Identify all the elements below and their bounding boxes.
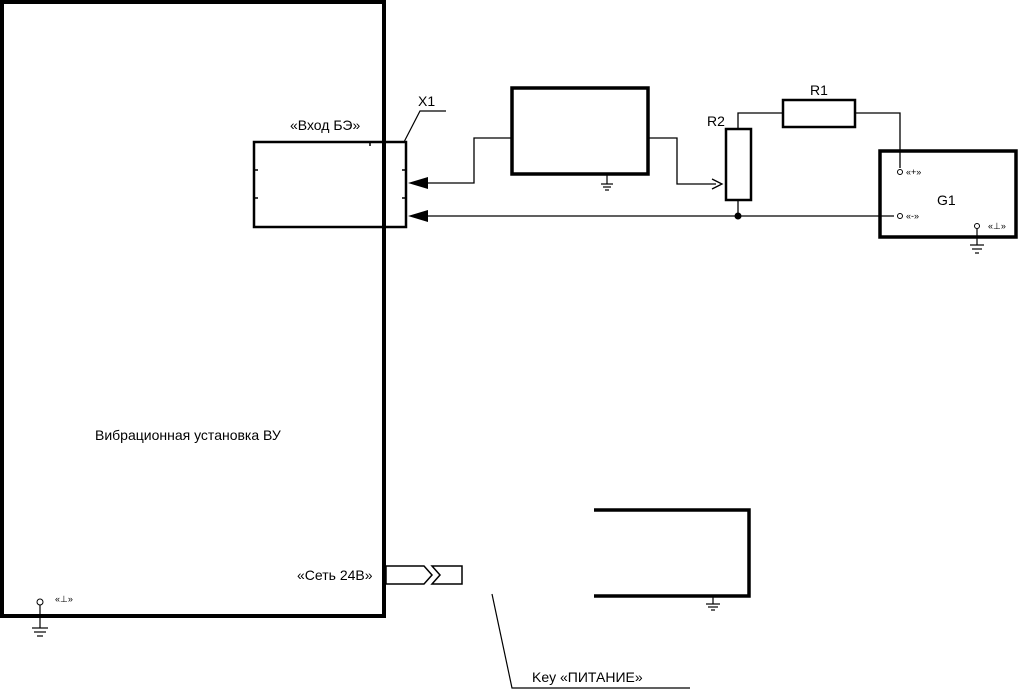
connector-x1-label: X1 [418,93,435,109]
wiper-wire [648,137,716,185]
terminal-circle-icon [897,213,903,219]
vibration-unit-box [0,0,386,618]
arrow-head-icon [408,210,428,222]
ground-icon [970,229,984,254]
power-key-label: Key «ПИТАНИЕ» [532,669,643,685]
g1-minus-label: «-» [906,211,919,221]
ground-icon [706,596,720,611]
arrow-head-icon [408,177,428,189]
r1-g1-wire [855,112,901,168]
r2-r1-wire [737,112,783,129]
generator-g1-box [878,149,1018,239]
resistor-r2 [724,127,753,202]
g1-plus-label: «+» [906,167,921,177]
network-24v-label: «Сеть 24В» [297,567,373,583]
resistor-r1-label: R1 [810,82,828,98]
terminal-circle-icon [36,598,44,606]
connector-x1-leader [403,110,446,143]
resistor-r1 [781,98,857,129]
input-be-label: «Вход БЭ» [290,117,360,133]
input-be-block [252,140,408,229]
connector-plug-icon [430,565,463,585]
power-key-leader [491,593,690,689]
resistor-r2-label: R2 [707,113,725,129]
g1-ground-label: «⊥» [988,221,1006,231]
ground-icon [32,605,48,637]
arrow-head-icon [711,178,724,190]
ground-icon [601,174,613,191]
generator-g1-label: G1 [937,192,956,208]
vibration-unit-label: Вибрационная установка ВУ [95,427,281,443]
main-ground-label: «⊥» [55,594,73,604]
power-block [594,508,751,598]
terminal-circle-icon [897,169,903,175]
terminal-circle-icon [974,223,980,229]
connector-plug-icon [385,565,434,585]
signal-wire-1 [424,137,512,184]
middle-block [510,86,650,176]
